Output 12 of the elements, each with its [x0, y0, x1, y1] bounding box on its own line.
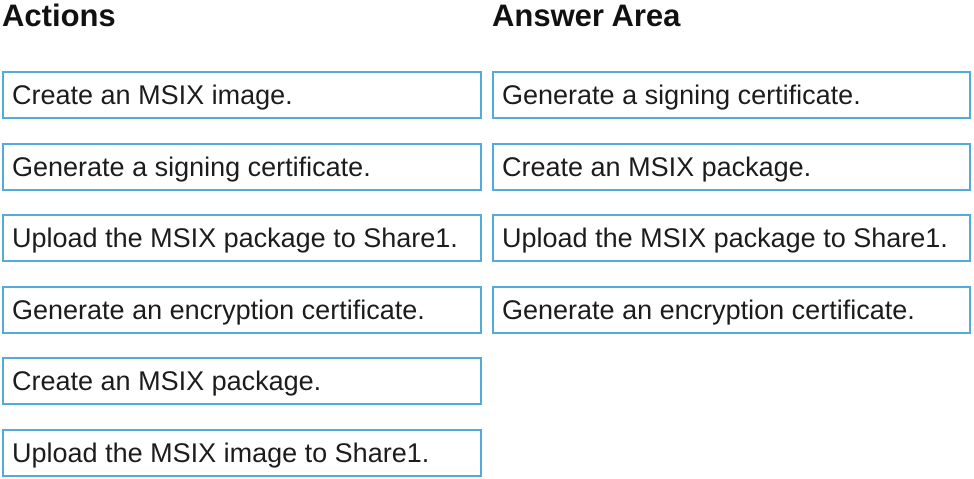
answer-item: Generate an encryption certificate. [492, 286, 971, 334]
action-item: Generate an encryption certificate. [2, 286, 482, 334]
column-heading: Actions [2, 0, 116, 31]
action-item: Create an MSIX image. [2, 71, 482, 119]
action-item: Generate a signing certificate. [2, 143, 482, 191]
answer-item: Generate a signing certificate. [492, 71, 971, 119]
action-item: Upload the MSIX package to Share1. [2, 214, 482, 262]
action-item: Upload the MSIX image to Share1. [2, 429, 482, 477]
answer-item: Upload the MSIX package to Share1. [492, 214, 971, 262]
column-heading: Answer Area [492, 0, 680, 31]
action-item: Create an MSIX package. [2, 357, 482, 405]
answer-item: Create an MSIX package. [492, 143, 971, 191]
